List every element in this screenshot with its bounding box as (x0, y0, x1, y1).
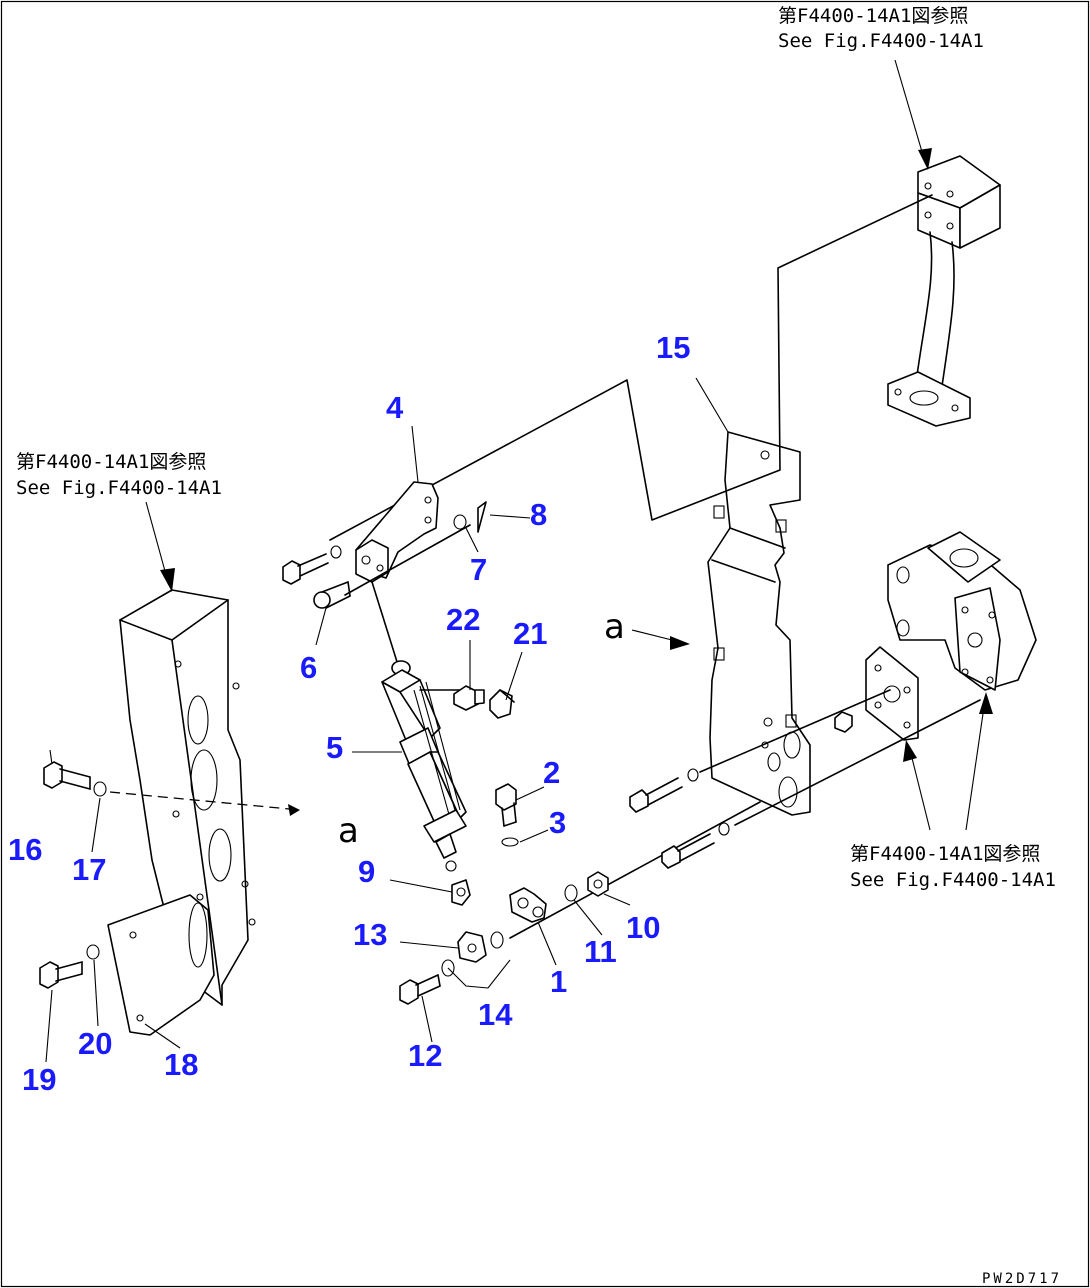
bolt-19 (39, 961, 83, 989)
ref-left-jp: 第F4400-14A1図参照 (16, 451, 206, 473)
callout-5: 5 (326, 730, 343, 765)
frame-bracket-15 (707, 431, 811, 816)
callout-3: 3 (549, 805, 566, 840)
washer-14-b (441, 959, 455, 977)
left-cover (119, 589, 256, 1006)
callout-12: 12 (408, 1038, 442, 1073)
fitting-21 (489, 689, 515, 719)
washer-17 (93, 781, 107, 797)
callout-18: 18 (164, 1047, 198, 1082)
bolt-leader-lower (734, 699, 981, 826)
drawing-code: PW2D717 (982, 1271, 1062, 1287)
reference-arrows (145, 59, 993, 831)
washer-7 (453, 514, 467, 530)
callout-2: 2 (543, 755, 560, 790)
pin-6 (313, 581, 351, 609)
plate-18 (107, 894, 215, 1036)
washer-20 (86, 944, 100, 960)
bolt-16 (43, 761, 91, 790)
pump-housing (834, 531, 1037, 741)
view-arrow-lower (288, 804, 300, 816)
callout-15: 15 (656, 330, 690, 365)
callout-10: 10 (626, 910, 660, 945)
callout-14: 14 (478, 997, 513, 1032)
callout-22: 22 (446, 602, 480, 637)
ref-right-jp: 第F4400-14A1図参照 (850, 843, 1040, 865)
washer-11 (564, 884, 578, 902)
bolt-leader-upper (699, 689, 891, 773)
frame-bolt-upper (629, 768, 699, 813)
ref-left-en: See Fig.F4400-14A1 (16, 477, 222, 499)
frame-bolt-lower (661, 822, 730, 869)
callout-9: 9 (358, 854, 375, 889)
callout-20: 20 (78, 1026, 112, 1061)
damper-cylinder-5 (371, 581, 471, 872)
callout-4: 4 (386, 390, 404, 425)
bolt-2 (495, 783, 517, 827)
callout-8: 8 (530, 497, 547, 532)
view-mark-lower: a (338, 811, 359, 851)
leader-lines (45, 377, 729, 1063)
rod-leader (509, 801, 761, 939)
ref-top-right-en: See Fig.F4400-14A1 (778, 30, 984, 52)
bracket-bolt (282, 545, 342, 585)
lever-1 (509, 887, 547, 923)
callout-16: 16 (8, 832, 42, 867)
callout-13: 13 (353, 917, 387, 952)
bolt-12 (399, 974, 441, 1005)
callout-1: 1 (550, 964, 567, 999)
ref-right-en: See Fig.F4400-14A1 (850, 869, 1056, 891)
rod-end-9 (451, 879, 471, 906)
fitting-22 (453, 685, 485, 711)
callout-19: 19 (22, 1062, 56, 1097)
pin-axis-line (344, 524, 471, 596)
pipe-assembly (887, 155, 1001, 427)
block-13 (457, 931, 487, 963)
washer-3 (501, 837, 519, 847)
callout-7: 7 (470, 552, 487, 587)
callout-21: 21 (513, 616, 547, 651)
callout-11: 11 (584, 934, 617, 969)
view-mark-upper: a (604, 607, 625, 647)
cotter-pin-8 (477, 501, 487, 533)
callout-17: 17 (72, 852, 106, 887)
ref-top-right-jp: 第F4400-14A1図参照 (778, 5, 968, 27)
callout-6: 6 (300, 650, 317, 685)
bracket-4 (355, 481, 439, 583)
washer-14-a (490, 931, 504, 949)
nut-10 (587, 871, 609, 897)
assembly-guide-line (329, 194, 933, 541)
